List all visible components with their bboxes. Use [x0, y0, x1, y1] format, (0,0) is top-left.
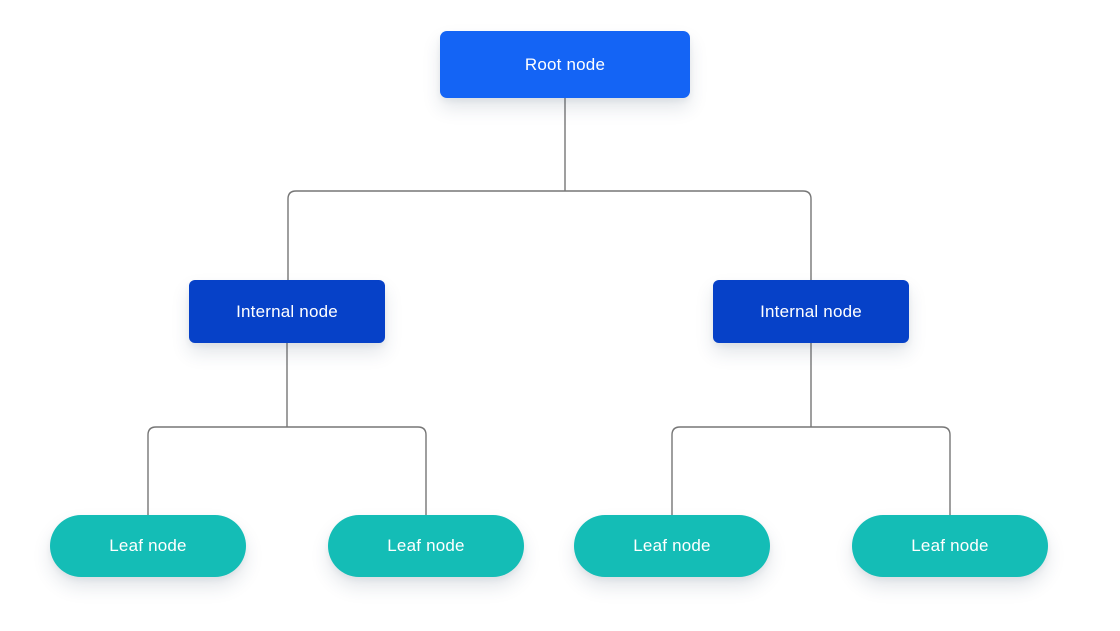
root-node[interactable]: Root node [440, 31, 690, 98]
connector-top-bracket [287, 190, 812, 280]
leaf-node-1[interactable]: Leaf node [50, 515, 246, 577]
leaf-node-4[interactable]: Leaf node [852, 515, 1048, 577]
internal-node-left[interactable]: Internal node [189, 280, 385, 343]
leaf-node-2[interactable]: Leaf node [328, 515, 524, 577]
connector-left-bracket [147, 426, 427, 515]
internal-node-right[interactable]: Internal node [713, 280, 909, 343]
leaf-node-3[interactable]: Leaf node [574, 515, 770, 577]
connector-right-bracket [671, 426, 951, 515]
